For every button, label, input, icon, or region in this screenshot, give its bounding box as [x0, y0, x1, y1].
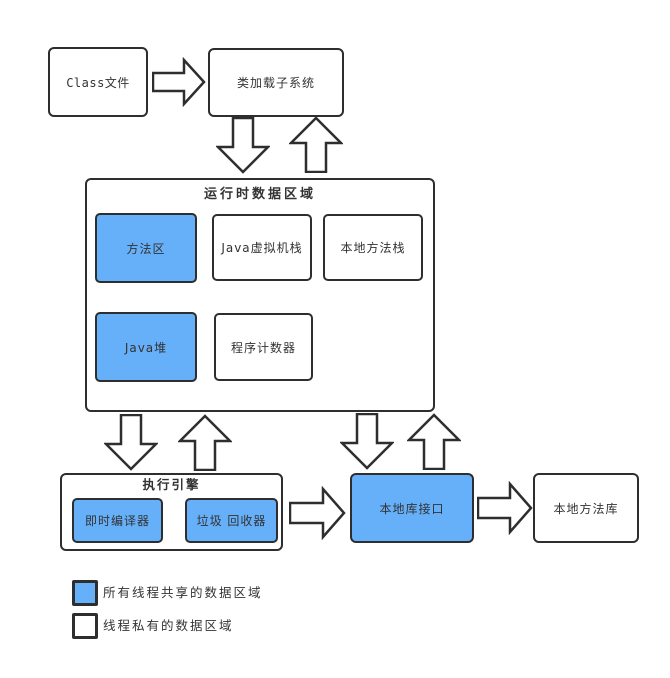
arrow-right-icon [289, 486, 346, 540]
arrow-up-icon [178, 414, 232, 471]
node-class-file: Class文件 [48, 47, 148, 117]
node-native-method-stack: 本地方法栈 [323, 214, 423, 281]
node-jvm-stack: Java虚拟机栈 [212, 214, 312, 281]
runtime-data-area-title: 运行时数据区域 [203, 187, 316, 202]
arrow-right-icon [152, 57, 206, 107]
node-method-area: 方法区 [95, 213, 197, 283]
arrow-right-icon [477, 481, 533, 535]
node-garbage-collector: 垃圾 回收器 [185, 498, 278, 543]
arrow-down-icon [340, 413, 394, 470]
arrow-down-icon [104, 414, 158, 471]
arrow-up-icon [407, 413, 461, 470]
node-native-method-library: 本地方法库 [533, 473, 639, 543]
arrow-down-icon [216, 117, 270, 174]
legend-shared-label: 所有线程共享的数据区域 [103, 585, 263, 600]
legend-private-label: 线程私有的数据区域 [103, 618, 234, 633]
node-java-heap: Java堆 [95, 312, 197, 382]
legend-shared-swatch [72, 580, 98, 606]
node-pc-register: 程序计数器 [214, 313, 313, 381]
node-native-interface: 本地库接口 [350, 473, 474, 543]
node-jit-compiler: 即时编译器 [72, 498, 163, 543]
execution-engine-title: 执行引擎 [142, 477, 201, 492]
legend-private-swatch [72, 613, 98, 639]
arrow-up-icon [289, 116, 343, 173]
node-class-loader-subsystem: 类加载子系统 [208, 48, 344, 117]
